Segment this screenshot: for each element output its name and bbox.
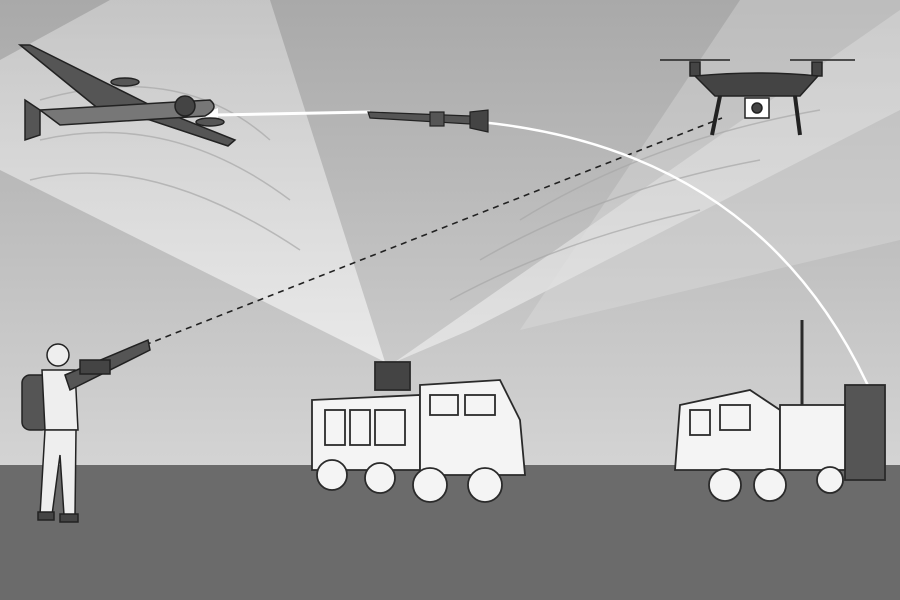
ground [0,465,900,600]
beam-arcs [29,85,821,301]
soldier-with-jammer-icon [21,338,151,523]
interceptor-missile-icon [367,109,489,133]
quadcopter-drone-icon [660,59,855,136]
radar-truck-icon [311,361,526,503]
missile-trajectory [479,120,872,391]
fixed-wing-drone-icon [17,44,237,147]
radar-beam-right [395,10,900,362]
missile-arrow [214,110,371,117]
launcher-truck-icon [674,320,886,502]
laser-line-soldier [144,117,723,346]
